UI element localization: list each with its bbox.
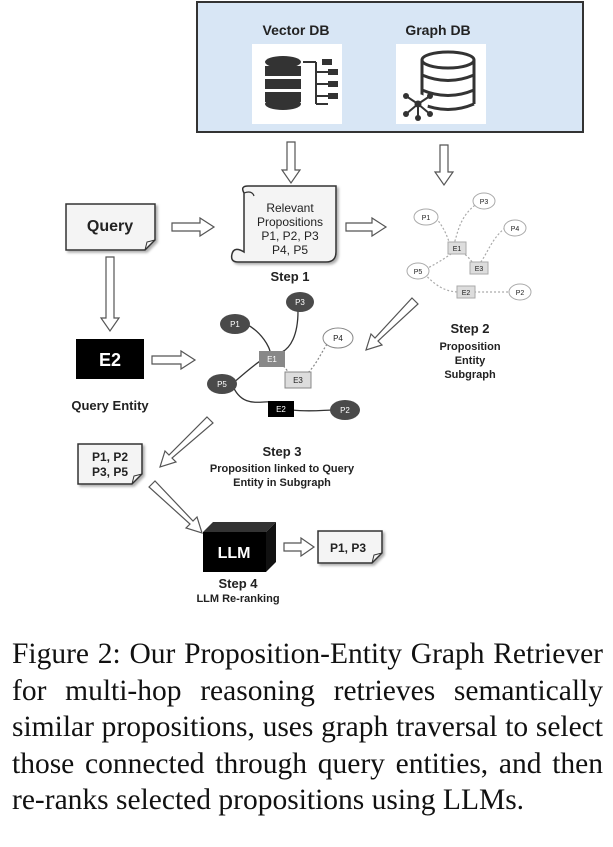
arrow-query-to-entity [99, 256, 121, 333]
reranked-output-document: P1, P3 [317, 530, 383, 564]
step2-caption-3: Subgraph [444, 369, 496, 381]
step2-caption-1: Proposition [439, 341, 500, 353]
step3-node-p5: P5 [217, 380, 227, 389]
scroll-line-3: P1, P2, P3 [261, 229, 319, 243]
step2-subgraph: P1 P3 P4 P5 P2 E1 E3 E2 Step 2 Propositi… [406, 192, 532, 381]
vector-db-label: Vector DB [263, 22, 330, 38]
step4-caption: LLM Re-ranking [196, 593, 279, 605]
step3-node-p2: P2 [340, 406, 350, 415]
step3-graph: P1 P3 P4 P5 P2 E1 E3 E2 Step 3 Propositi… [207, 292, 360, 489]
output-label: P1, P3 [330, 541, 366, 555]
query-entity-caption: Query Entity [71, 398, 149, 413]
llm-cube: LLM Step 4 LLM Re-ranking [196, 522, 280, 605]
arrow-selected-to-llm [148, 480, 203, 534]
arrow-llm-to-output [283, 536, 316, 558]
step2-node-p5: P5 [414, 269, 423, 276]
query-document: Query [65, 203, 156, 251]
step4-title: Step 4 [218, 576, 258, 591]
step3-caption-2: Entity in Subgraph [233, 477, 331, 489]
step2-title: Step 2 [450, 321, 489, 336]
graph-database-icon [396, 44, 486, 124]
step3-node-p3: P3 [295, 298, 305, 307]
step3-node-e3: E3 [293, 376, 303, 385]
query-entity-box-label: E2 [99, 350, 121, 370]
step2-node-e2: E2 [462, 290, 471, 297]
scroll-line-2: Propositions [257, 215, 323, 229]
step2-node-e3: E3 [475, 266, 484, 273]
step3-caption-1: Proposition linked to Query [210, 463, 355, 475]
step1-title: Step 1 [270, 269, 309, 284]
step2-node-p4: P4 [511, 226, 520, 233]
figure-caption: Figure 2: Our Proposition-Entity Graph R… [12, 638, 603, 816]
selected-propositions-document: P1, P2 P3, P5 [77, 443, 143, 485]
step3-node-e1: E1 [267, 355, 277, 364]
arrow-entity-to-step3 [151, 349, 197, 371]
step3-node-p1: P1 [230, 320, 240, 329]
step3-node-p4: P4 [333, 334, 343, 343]
retriever-diagram: Vector DB Graph DB [65, 1, 584, 605]
scroll-line-4: P4, P5 [272, 243, 308, 257]
step2-node-p1: P1 [422, 215, 431, 222]
step2-node-e1: E1 [453, 246, 462, 253]
vector-database-icon [252, 44, 342, 124]
arrow-step3-to-selected [159, 416, 214, 468]
selected-line-1: P1, P2 [92, 450, 128, 464]
selected-line-2: P3, P5 [92, 465, 128, 479]
step3-node-e2: E2 [276, 405, 286, 414]
database-panel: Vector DB Graph DB [196, 1, 584, 133]
arrow-graph-to-subgraph [433, 144, 455, 187]
step2-node-p3: P3 [480, 199, 489, 206]
arrow-propositions-to-subgraph [345, 216, 388, 238]
query-label: Query [87, 218, 133, 235]
step3-title: Step 3 [262, 444, 301, 459]
arrow-step2-to-step3 [365, 297, 419, 351]
arrow-query-to-propositions [171, 216, 216, 238]
arrow-vector-to-propositions [280, 141, 302, 185]
graph-db-label: Graph DB [405, 22, 470, 38]
scroll-line-1: Relevant [266, 201, 314, 215]
step2-node-p2: P2 [516, 290, 525, 297]
flow-arrows [99, 141, 455, 558]
relevant-propositions-scroll: Relevant Propositions P1, P2, P3 P4, P5 … [230, 185, 337, 284]
llm-label: LLM [218, 545, 251, 562]
step2-caption-2: Entity [455, 355, 486, 367]
query-entity: E2 Query Entity [71, 339, 149, 413]
